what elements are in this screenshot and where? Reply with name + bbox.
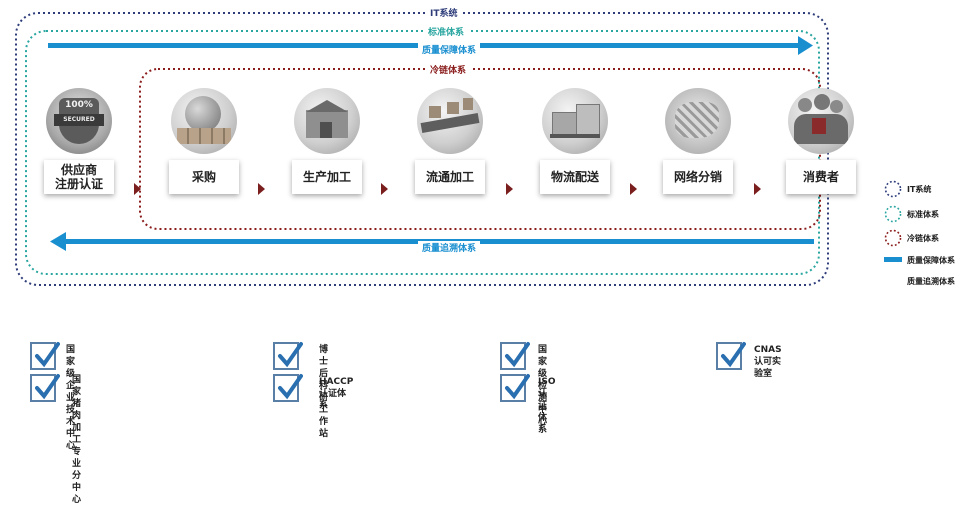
legend-quality-assurance-label: 质量保障体系	[907, 256, 955, 265]
cert-label: ISO认证体系	[538, 377, 556, 435]
flow-arrow-icon	[258, 183, 265, 195]
cold-chain-label: 冷链体系	[426, 63, 471, 76]
consumer-group-icon	[788, 88, 854, 154]
quality-assurance-label: 质量保障体系	[418, 43, 481, 56]
globe-boxes-icon	[171, 88, 237, 154]
stage-label: 网络分销	[663, 160, 733, 194]
legend-standard-swatch	[884, 205, 902, 223]
stage-label: 流通加工	[415, 160, 485, 194]
stage-procurement: 采购	[161, 88, 247, 194]
checkmark-icon	[273, 374, 303, 402]
system-frames	[15, 12, 829, 286]
conveyor-icon	[417, 88, 483, 154]
standard-system-label: 标准体系	[424, 25, 469, 38]
stage-logistics: 物流配送	[532, 88, 618, 194]
stage-label: 消费者	[786, 160, 856, 194]
cert-label: 国家猪肉加工专业 分中心	[72, 375, 82, 505]
checkmark-icon	[30, 374, 60, 402]
stage-label: 物流配送	[540, 160, 610, 194]
stage-distribution-processing: 流通加工	[407, 88, 493, 194]
checkmark-icon	[716, 342, 746, 370]
quality-trace-arrowhead	[50, 232, 66, 251]
flow-arrow-icon	[134, 183, 141, 195]
checkmark-icon	[273, 342, 303, 370]
checkmark-icon	[500, 374, 530, 402]
map-network-icon	[665, 88, 731, 154]
stage-label: 供应商 注册认证	[44, 160, 114, 194]
flow-arrow-icon	[630, 183, 637, 195]
stage-label: 采购	[169, 160, 239, 194]
flow-arrow-icon	[754, 183, 761, 195]
delivery-boxes-icon	[542, 88, 608, 154]
stage-network-distribution: 网络分销	[655, 88, 741, 194]
stage-supplier: SECURED 100% 供应商 注册认证	[36, 88, 122, 194]
secured-badge-text: SECURED	[54, 114, 104, 126]
legend-standard-label: 标准体系	[907, 210, 939, 219]
legend-cold-chain-label: 冷链体系	[907, 234, 939, 243]
flow-arrow-icon	[506, 183, 513, 195]
flow-arrow-icon	[381, 183, 388, 195]
legend-it-swatch	[884, 180, 902, 198]
secured-badge-icon: SECURED 100%	[46, 88, 112, 154]
cert-label: HACCP认证体系	[319, 377, 354, 411]
factory-icon	[294, 88, 360, 154]
quality-assurance-arrowhead	[798, 36, 813, 55]
legend-quality-bar-swatch	[884, 257, 902, 262]
stage-consumer: 消费者	[778, 88, 864, 194]
checkmark-icon	[500, 342, 530, 370]
it-system-label: IT系统	[426, 6, 462, 19]
legend-quality-trace-label: 质量追溯体系	[907, 277, 955, 286]
checkmark-icon	[30, 342, 60, 370]
legend-cold-chain-swatch	[884, 229, 902, 247]
legend-it-label: IT系统	[907, 185, 932, 194]
quality-trace-label: 质量追溯体系	[418, 241, 481, 254]
cold-chain-frame	[139, 68, 821, 230]
cert-label: CNAS认可实验室	[754, 345, 782, 379]
stage-production: 生产加工	[284, 88, 370, 194]
stage-label: 生产加工	[292, 160, 362, 194]
